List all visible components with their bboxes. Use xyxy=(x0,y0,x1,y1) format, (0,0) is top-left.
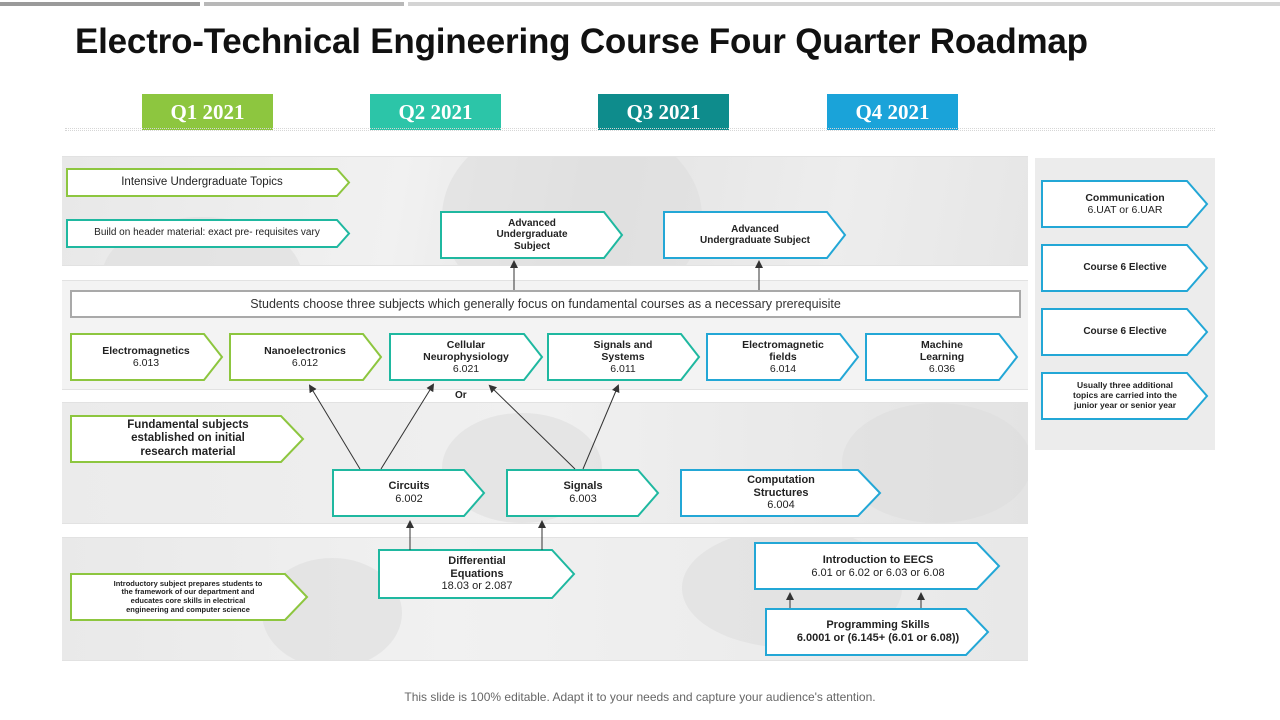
course-intro-eecs: Introduction to EECS 6.01 or 6.02 or 6.0… xyxy=(811,554,945,579)
communication-label: Communication 6.UAT or 6.UAR xyxy=(1085,191,1165,216)
quarter-q4: Q4 2021 xyxy=(827,94,958,130)
additional-topics-note: Usually three additional topics are carr… xyxy=(1073,380,1177,410)
course-differential-equations: Differential Equations 18.03 or 2.087 xyxy=(441,555,513,593)
quarter-q2: Q2 2021 xyxy=(370,94,501,130)
course-signals-systems: Signals and Systems 6.011 xyxy=(593,338,653,376)
or-label: Or xyxy=(455,390,467,401)
course-electromagnetics: Electromagnetics 6.013 xyxy=(102,344,190,369)
top-bar-2 xyxy=(204,2,404,6)
advanced-subject-1: Advanced Undergraduate Subject xyxy=(496,217,568,252)
course-programming-skills: Programming Skills 6.0001 or (6.145+ (6.… xyxy=(796,619,960,644)
fundamental-subjects-label: Fundamental subjects established on init… xyxy=(127,419,249,458)
course-circuits: Circuits 6.002 xyxy=(388,480,430,505)
course-electromagnetic-fields: Electromagnetic fields 6.014 xyxy=(742,338,824,376)
page-title: Electro-Technical Engineering Course Fou… xyxy=(75,22,1088,61)
top-bar-3 xyxy=(408,2,1280,6)
course-machine-learning: Machine Learning 6.036 xyxy=(919,338,965,376)
quarter-q3: Q3 2021 xyxy=(598,94,729,130)
course-cellular-neurophysiology: Cellular Neurophysiology 6.021 xyxy=(423,338,509,376)
quarter-divider xyxy=(65,128,1215,131)
course6-elective-2: Course 6 Elective xyxy=(1083,326,1167,338)
prerequisite-banner: Students choose three subjects which gen… xyxy=(70,290,1021,318)
introductory-note: Introductory subject prepares students t… xyxy=(113,578,263,614)
quarter-q1: Q1 2021 xyxy=(142,94,273,130)
course-signals: Signals 6.003 xyxy=(563,480,603,505)
course6-elective-1: Course 6 Elective xyxy=(1083,262,1167,274)
build-header-label: Build on header material: exact pre- req… xyxy=(94,227,320,239)
intensive-topics-label: Intensive Undergraduate Topics xyxy=(121,176,283,189)
advanced-subject-2: Advanced Undergraduate Subject xyxy=(699,223,811,247)
footer-note: This slide is 100% editable. Adapt it to… xyxy=(404,690,876,704)
course-nanoelectronics: Nanoelectronics 6.012 xyxy=(264,344,346,369)
course-computation-structures: Computation Structures 6.004 xyxy=(747,474,815,512)
top-bar-1 xyxy=(0,2,200,6)
